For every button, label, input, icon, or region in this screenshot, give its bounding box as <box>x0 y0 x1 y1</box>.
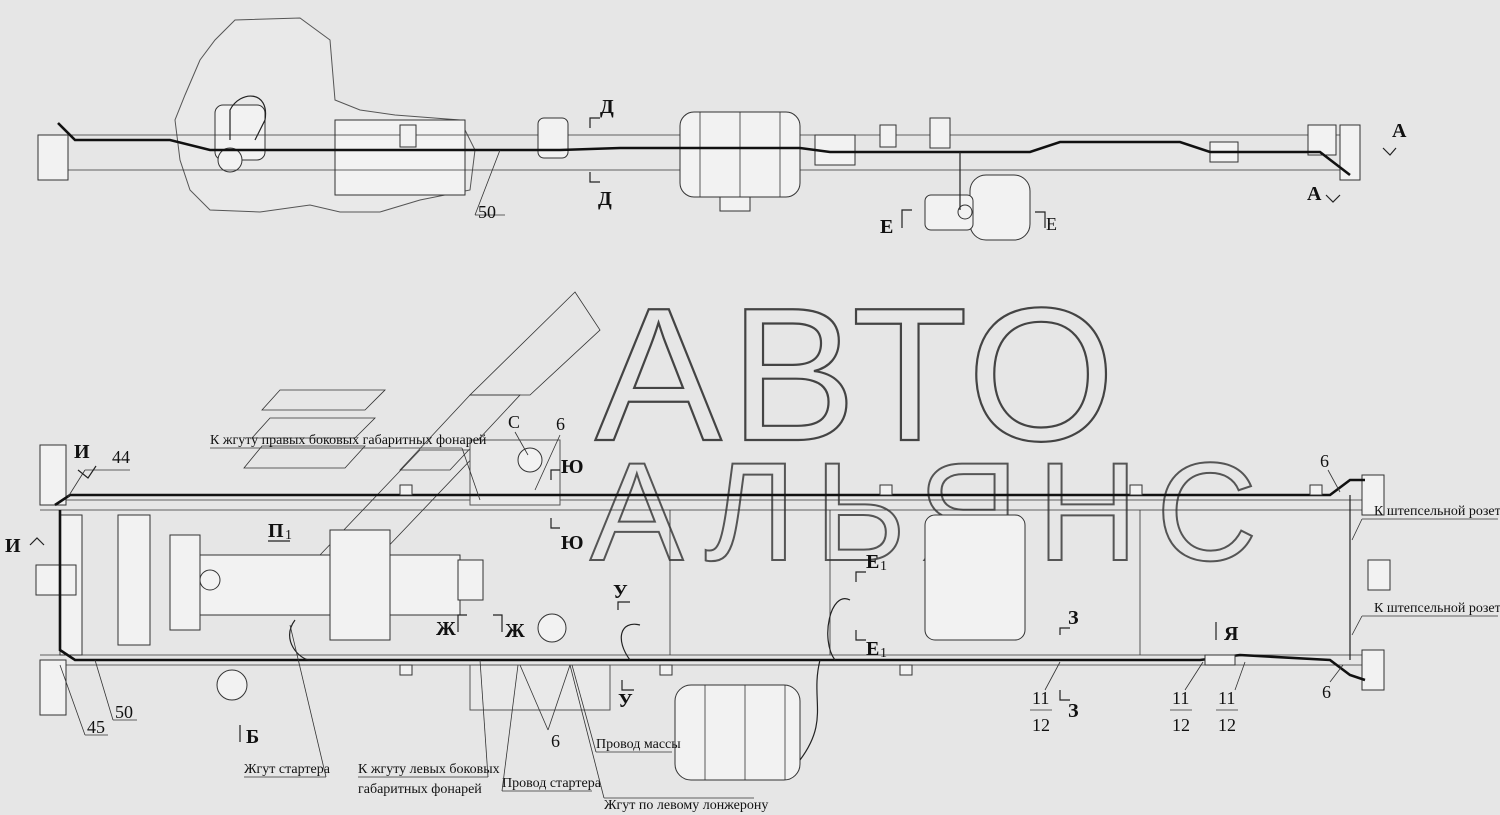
section-p1: П <box>268 520 284 542</box>
radiator <box>117 514 151 646</box>
fraction-2-numerator: 11 <box>1172 688 1189 708</box>
air-receiver <box>537 117 569 159</box>
note-socket-bottom: К штепсельной розетке <box>1374 601 1500 616</box>
fraction-3-numerator: 11 <box>1218 688 1235 708</box>
bottom-under-plate <box>469 664 611 711</box>
fraction-callout-1: 11 12 <box>1030 661 1061 735</box>
top-section-e-left: Е <box>880 216 893 238</box>
fraction-callout-3: 11 12 <box>1216 661 1246 735</box>
callout-6-right-top: 6 <box>1320 451 1329 471</box>
callout-6-right-bottom: 6 <box>1322 682 1331 702</box>
section-e1-bottom: Е <box>866 638 879 660</box>
watermark-logo <box>243 291 601 556</box>
top-section-a-top: А <box>1392 120 1407 142</box>
section-e1-top: Е <box>866 551 879 573</box>
fraction-1-denominator: 12 <box>1032 715 1050 735</box>
watermark-line2: АЛЬЯНС <box>590 433 1275 590</box>
bottom-view: 44 45 50 6 6 6 6 11 12 11 12 11 <box>5 412 1500 813</box>
section-p1-sub: 1 <box>285 528 292 543</box>
note-left-markers-1: К жгуту левых боковых <box>358 762 500 777</box>
fraction-callout-2: 11 12 <box>1170 661 1204 735</box>
note-right-markers: К жгуту правых боковых габаритных фонаре… <box>210 433 487 448</box>
note-ground-wire: Провод массы <box>596 737 681 752</box>
section-u-bottom: У <box>618 690 633 712</box>
section-yu-top: Ю <box>561 456 584 478</box>
watermark-line1: АВТО <box>595 269 1123 481</box>
top-section-e-right: Е <box>1046 214 1057 234</box>
section-e1-top-sub: 1 <box>880 559 887 574</box>
fraction-1-numerator: 11 <box>1032 688 1049 708</box>
top-section-a-bottom: А <box>1307 183 1322 205</box>
section-s: С <box>508 412 520 432</box>
top-section-d-top: Д <box>600 96 614 118</box>
section-i-left: И <box>5 535 21 557</box>
fraction-2-denominator: 12 <box>1172 715 1190 735</box>
top-view: 50 Д Д А А Е Е <box>37 17 1407 241</box>
watermark: АВТО АЛЬЯНС <box>243 268 1275 591</box>
section-zh-right: Ж <box>505 620 525 642</box>
bottom-engine <box>169 529 484 641</box>
note-starter-wire: Провод стартера <box>502 776 602 791</box>
callout-50: 50 <box>115 702 133 722</box>
top-section-d-bottom: Д <box>598 188 612 210</box>
top-callout-50: 50 <box>478 202 496 222</box>
section-z-bottom: З <box>1068 700 1079 722</box>
note-left-markers-2: габаритных фонарей <box>358 782 482 797</box>
callout-44: 44 <box>112 447 130 467</box>
top-frame <box>37 117 1361 181</box>
callout-6-mid: 6 <box>551 731 560 751</box>
callout-6-top: 6 <box>556 414 565 434</box>
section-u-top: У <box>613 581 628 603</box>
bottom-frame <box>35 444 1391 716</box>
bottom-receiver <box>537 613 567 643</box>
section-z-top: З <box>1068 607 1079 629</box>
section-i-top: И <box>74 441 90 463</box>
bottom-fuel-tank <box>674 684 801 781</box>
note-socket-top: К штепсельной розетке <box>1374 504 1500 519</box>
bottom-tank-right <box>924 514 1026 641</box>
top-fuel-tank <box>679 111 801 212</box>
starter-motor <box>216 669 248 701</box>
note-starter-harness: Жгут стартера <box>244 762 331 777</box>
callout-45: 45 <box>87 717 105 737</box>
note-left-member-harness: Жгут по левому лонжерону <box>604 798 768 813</box>
section-zh-left: Ж <box>436 618 456 640</box>
top-harness <box>57 122 1351 177</box>
fraction-3-denominator: 12 <box>1218 715 1236 735</box>
bottom-harness-right <box>54 478 1365 507</box>
section-e1-bottom-sub: 1 <box>880 646 887 661</box>
section-b: Б <box>246 726 259 748</box>
top-brake-unit <box>924 174 1031 241</box>
engine-block <box>174 17 476 213</box>
section-yu-bottom: Ю <box>561 532 584 554</box>
section-ya: Я <box>1224 623 1239 645</box>
